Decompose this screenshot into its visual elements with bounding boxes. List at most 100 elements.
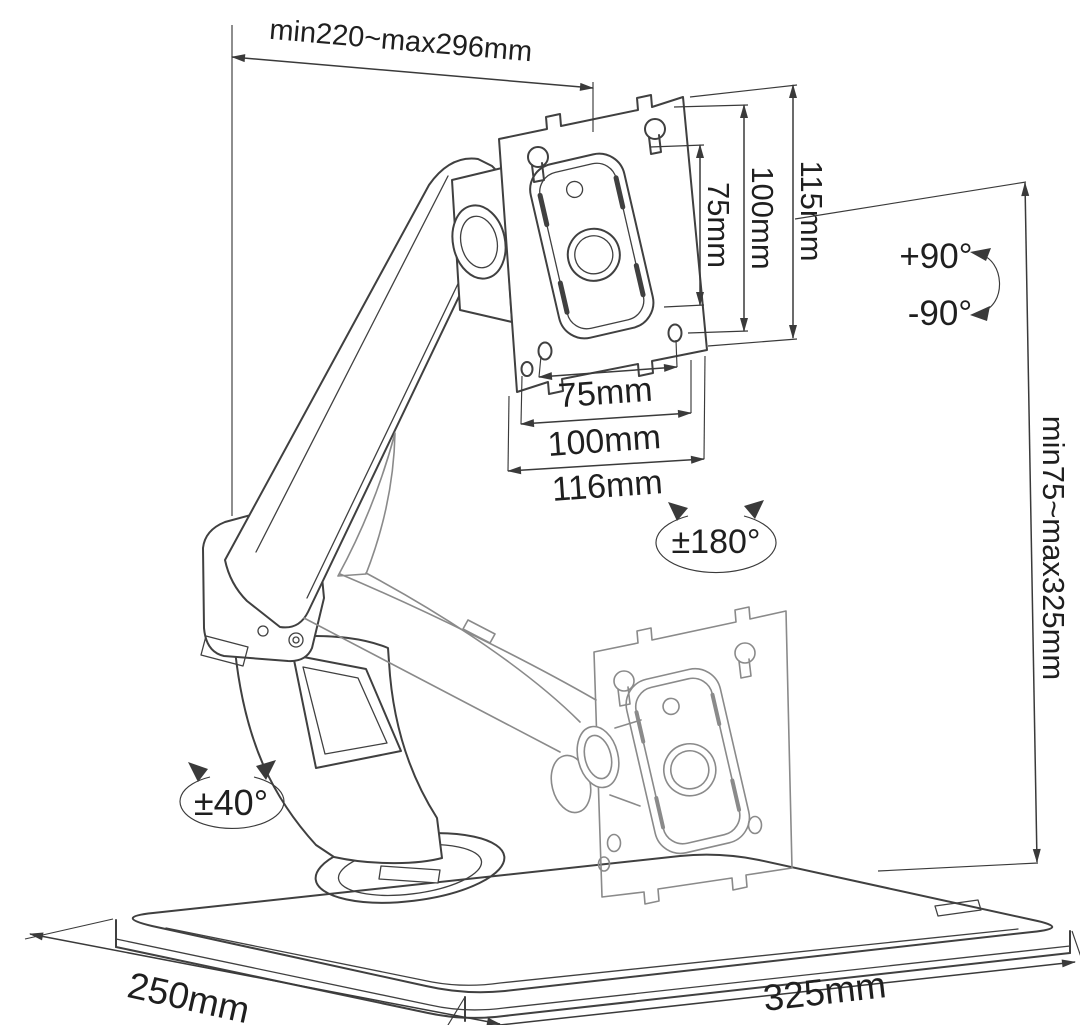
dim-height-range: min75~max325mm — [794, 181, 1071, 872]
lower-boss-tick-2 — [654, 796, 666, 830]
vesa-h116-ext-right — [703, 355, 706, 460]
height-ext-bottom — [877, 862, 1039, 872]
base-swivel-label: ±40° — [194, 782, 268, 823]
lower-plate-keyhole-right-stem — [738, 658, 752, 679]
riser-slot-inner — [302, 666, 388, 755]
swivel-arrow-right — [744, 500, 764, 519]
tilt-up-label: +90° — [899, 237, 972, 276]
arm-seam-top — [255, 175, 449, 553]
lower-plate-keyhole-left-stem — [617, 686, 631, 707]
ghost-bracket-line-bottom — [609, 794, 641, 807]
ghost-arm-latch — [462, 619, 496, 644]
lower-boss-hole-outer — [662, 742, 717, 797]
lower-plate-hole-3 — [597, 856, 611, 872]
upper-plate-boss — [529, 152, 655, 340]
arm-extension-label: min220~max296mm — [268, 14, 533, 68]
lower-boss-tick-1 — [634, 710, 646, 744]
upper-boss-tick-1 — [537, 192, 550, 228]
arm-pivot-cylinder-inner — [459, 215, 499, 269]
elbow-screw-outer — [288, 632, 304, 648]
stand-base — [115, 832, 1071, 1022]
annotation-swivel: ±180° — [655, 500, 777, 574]
arm-pivot-cylinder-outer — [451, 204, 507, 280]
lower-pivot-ring-outer — [576, 725, 620, 789]
tilt-arrow-head-bottom — [970, 306, 990, 321]
arm-ghost-position — [303, 432, 642, 814]
vesa-h75-dim-line — [538, 363, 678, 381]
swivel-label: ±180° — [672, 523, 761, 561]
base-detail-plate — [934, 899, 982, 917]
lower-plate-boss — [625, 667, 751, 855]
base-width-dim-line — [444, 959, 1076, 1025]
upper-boss-screw-hole — [565, 180, 584, 199]
annotation-base-swivel: ±40° — [179, 760, 285, 829]
riser-column — [234, 635, 443, 884]
upper-boss-tick-3 — [613, 175, 626, 210]
lower-plate-keyhole-left — [613, 670, 635, 692]
upper-plate-keyhole-left-stem — [531, 162, 545, 183]
ghost-bracket-line-top — [614, 719, 642, 729]
upper-boss-hole-outer — [566, 227, 621, 282]
lower-boss-outer — [625, 667, 751, 855]
elbow-clamp — [200, 635, 249, 667]
lower-plate-hole-2 — [747, 815, 763, 835]
base-width-ext-left — [447, 996, 466, 1025]
upper-plate-keyhole-right — [644, 118, 666, 140]
elbow-screw-inner — [292, 636, 300, 644]
upper-plate-keyhole-right-stem — [648, 134, 662, 155]
lower-plate-hole-1 — [606, 833, 622, 853]
upper-boss-tick-4 — [633, 263, 646, 298]
upper-plate-hole-2 — [667, 323, 683, 343]
upper-boss-tick-2 — [557, 280, 570, 315]
height-range-label: min75~max325mm — [1036, 416, 1071, 680]
vesa-v75-ext-top — [649, 144, 705, 148]
base-width-label: 325mm — [761, 964, 888, 1019]
dim-vesa-vertical: 75mm 100mm 115mm — [649, 84, 829, 347]
riser-foot-tab — [378, 865, 441, 884]
lower-boss-hole-inner — [669, 749, 710, 790]
base-top-surface — [131, 853, 1054, 994]
arm-extension-dim-line — [231, 54, 594, 91]
upper-plate-keyhole-left — [527, 146, 549, 168]
annotation-tilt: +90° -90° — [899, 237, 1001, 333]
vesa-plate-upper — [498, 94, 708, 395]
base-depth-dim-line — [29, 932, 501, 1025]
dim-base-width: 325mm — [444, 930, 1080, 1025]
vesa-h100-label: 100mm — [546, 418, 662, 464]
tilt-down-label: -90° — [908, 294, 973, 333]
vesa-v115-ext-bottom — [707, 338, 798, 347]
vesa-v100-ext-top — [673, 104, 749, 108]
vesa-v100-label: 100mm — [745, 166, 780, 269]
height-ext-top — [794, 181, 1027, 220]
upper-plate-hole-3 — [520, 361, 534, 377]
vesa-v115-label: 115mm — [794, 160, 829, 261]
base-swivel-arc — [179, 776, 285, 829]
lower-boss-tick-3 — [710, 692, 722, 726]
ghost-arm-edge-2 — [365, 572, 581, 723]
vesa-h75-ext-right — [675, 339, 678, 368]
lower-plate-keyhole-right — [734, 642, 756, 664]
vesa-plate-lower-position — [593, 606, 793, 905]
lower-plate-outline — [593, 606, 793, 905]
tilt-arrow-arc — [978, 253, 1001, 313]
base-bottom-edge — [115, 946, 1071, 1019]
vesa-h100-dim-line — [520, 409, 692, 428]
vesa-v115-ext-top — [689, 84, 798, 98]
upper-plate-outline — [498, 94, 708, 395]
dim-base-depth: 250mm — [24, 918, 501, 1025]
lower-pivot-ring-inner — [583, 734, 613, 780]
riser-body — [234, 635, 443, 865]
upper-boss-inner — [539, 162, 645, 330]
height-dim-line — [1021, 182, 1041, 863]
swivel-arc — [655, 515, 777, 574]
lower-boss-screw-hole — [662, 697, 680, 716]
base-swivel-arrow-right — [256, 760, 276, 780]
base-swivel-arrow-left — [188, 762, 208, 782]
ghost-arm-leaf — [337, 432, 396, 577]
upper-boss-hole-inner — [574, 235, 614, 275]
vesa-v75-label: 75mm — [701, 182, 736, 268]
base-width-ext-right — [1071, 930, 1080, 956]
riser-slot-outer — [292, 654, 402, 769]
